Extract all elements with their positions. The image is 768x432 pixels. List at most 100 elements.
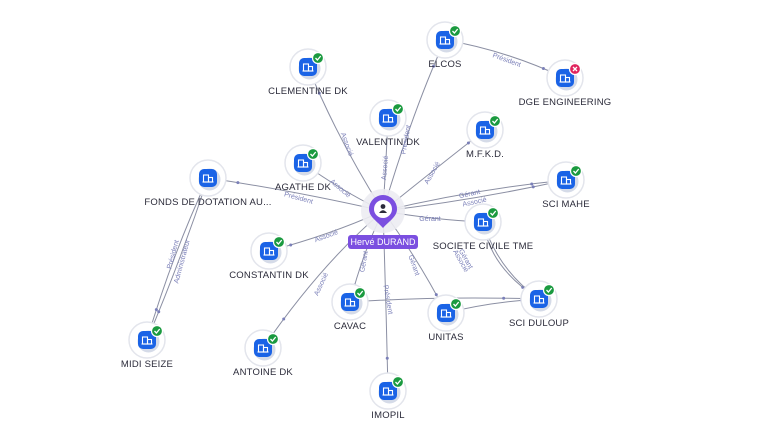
edge-label: Gérant [419,216,440,223]
company-label: SCI DULOUP [509,318,569,329]
edge-label: Associé [424,161,442,186]
edge-label: Associé [381,155,390,180]
edge-label: Associé [339,132,354,158]
edge-arrow-icon [385,356,389,360]
company-node-mfkd[interactable]: M.F.K.D. [466,111,504,160]
company-node-antoine[interactable]: ANTOINE DK [233,329,293,378]
edge-elcos-dge: Président [444,39,566,79]
company-node-imopil[interactable]: IMOPIL [369,372,407,421]
company-node-valentin[interactable]: VALENTIN DK [356,99,420,148]
company-node-scimahe[interactable]: SCI MAHE [542,161,590,210]
building-icon [141,336,153,345]
check-badge-icon [448,24,462,38]
check-badge-icon [488,114,502,128]
building-icon [559,74,571,83]
edge-arrow-icon [236,181,240,185]
building-icon [263,247,275,256]
building-icon [302,63,314,72]
building-icon [202,174,214,183]
edge-label: Gérant [359,251,370,273]
company-label: IMOPIL [371,410,404,421]
check-badge-icon [306,147,320,161]
edge-arrow-icon [531,185,535,189]
edge-arrow-icon [502,296,506,300]
person-icon [379,204,387,213]
building-icon [440,309,452,318]
company-label: CAVAC [334,321,366,332]
company-label: DGE ENGINEERING [519,97,612,108]
edge-label: Associé [328,178,351,199]
edge-label: Associé [314,229,340,244]
check-badge-icon [266,332,280,346]
company-label: ANTOINE DK [233,367,293,378]
edge-arrow-icon [432,64,436,68]
edge-line [382,179,567,212]
company-node-fonds[interactable]: FONDS DE DOTATION AU... [144,159,271,208]
nodes-layer: ELCOS DGE ENGINEERING CLEMENTINE DK VALENTI… [121,21,612,421]
check-badge-icon [353,286,367,300]
company-label: SCI MAHE [542,199,590,210]
building-icon [560,176,572,185]
check-badge-icon [542,283,556,297]
edge-label: Gérant [458,189,480,200]
building-icon [382,114,394,123]
check-badge-icon [569,164,583,178]
company-label: MIDI SEIZE [121,359,173,370]
edge-label: Associé [313,272,330,297]
center-disc [374,200,392,218]
edge-arrow-icon [317,91,321,95]
company-label: M.F.K.D. [466,149,504,160]
company-node-cavac[interactable]: CAVAC [331,283,369,332]
center-label-box [348,235,418,249]
edge-arrow-icon [434,293,438,297]
edge-arrow-icon [157,310,161,314]
edge-arrow-icon [541,67,545,71]
building-icon [439,36,451,45]
center-name: Hervé DURAND [350,237,416,247]
company-label: VALENTIN DK [356,137,420,148]
edge-center-scimahe: Associé [382,179,567,212]
building-icon [477,218,489,227]
company-label: ELCOS [428,59,461,70]
company-node-midiseize[interactable]: MIDI SEIZE [121,321,173,370]
check-badge-icon [150,324,164,338]
building-icon [257,344,269,353]
building-icon [479,126,491,135]
check-badge-icon [391,102,405,116]
company-node-clementine[interactable]: CLEMENTINE DK [268,48,348,97]
check-badge-icon [486,206,500,220]
building-icon [297,159,309,168]
company-label: CONSTANTIN DK [229,270,309,281]
edge-arrow-icon [154,308,158,312]
company-label: CLEMENTINE DK [268,86,348,97]
company-node-agathe[interactable]: AGATHE DK [275,144,331,193]
company-node-elcos[interactable]: ELCOS [426,21,464,70]
edge-label: Associé [462,197,488,209]
edge-line [146,177,209,341]
building-icon [344,298,356,307]
edge-arrow-icon [282,317,286,321]
edge-label: Gérant [406,254,420,277]
center-node[interactable]: Hervé DURAND [348,189,418,249]
check-badge-icon [391,375,405,389]
building-icon [533,295,545,304]
edge-line [207,177,384,212]
company-node-societe[interactable]: SOCIETE CIVILE TME [433,203,534,252]
company-label: AGATHE DK [275,182,331,193]
company-node-constantin[interactable]: CONSTANTIN DK [229,232,309,281]
edge-line [146,177,209,341]
edge-arrow-icon [466,141,470,145]
cross-badge-icon [568,62,582,76]
check-badge-icon [311,51,325,65]
company-node-unitas[interactable]: UNITAS [427,294,465,343]
company-node-sciduloup[interactable]: SCI DULOUP [509,280,569,329]
company-label: UNITAS [428,332,463,343]
edge-arrow-icon [530,182,534,186]
company-node-dge[interactable]: DGE ENGINEERING [519,59,612,108]
company-label: FONDS DE DOTATION AU... [144,197,271,208]
company-label: SOCIETE CIVILE TME [433,241,534,252]
building-icon [382,387,394,396]
check-badge-icon [272,235,286,249]
